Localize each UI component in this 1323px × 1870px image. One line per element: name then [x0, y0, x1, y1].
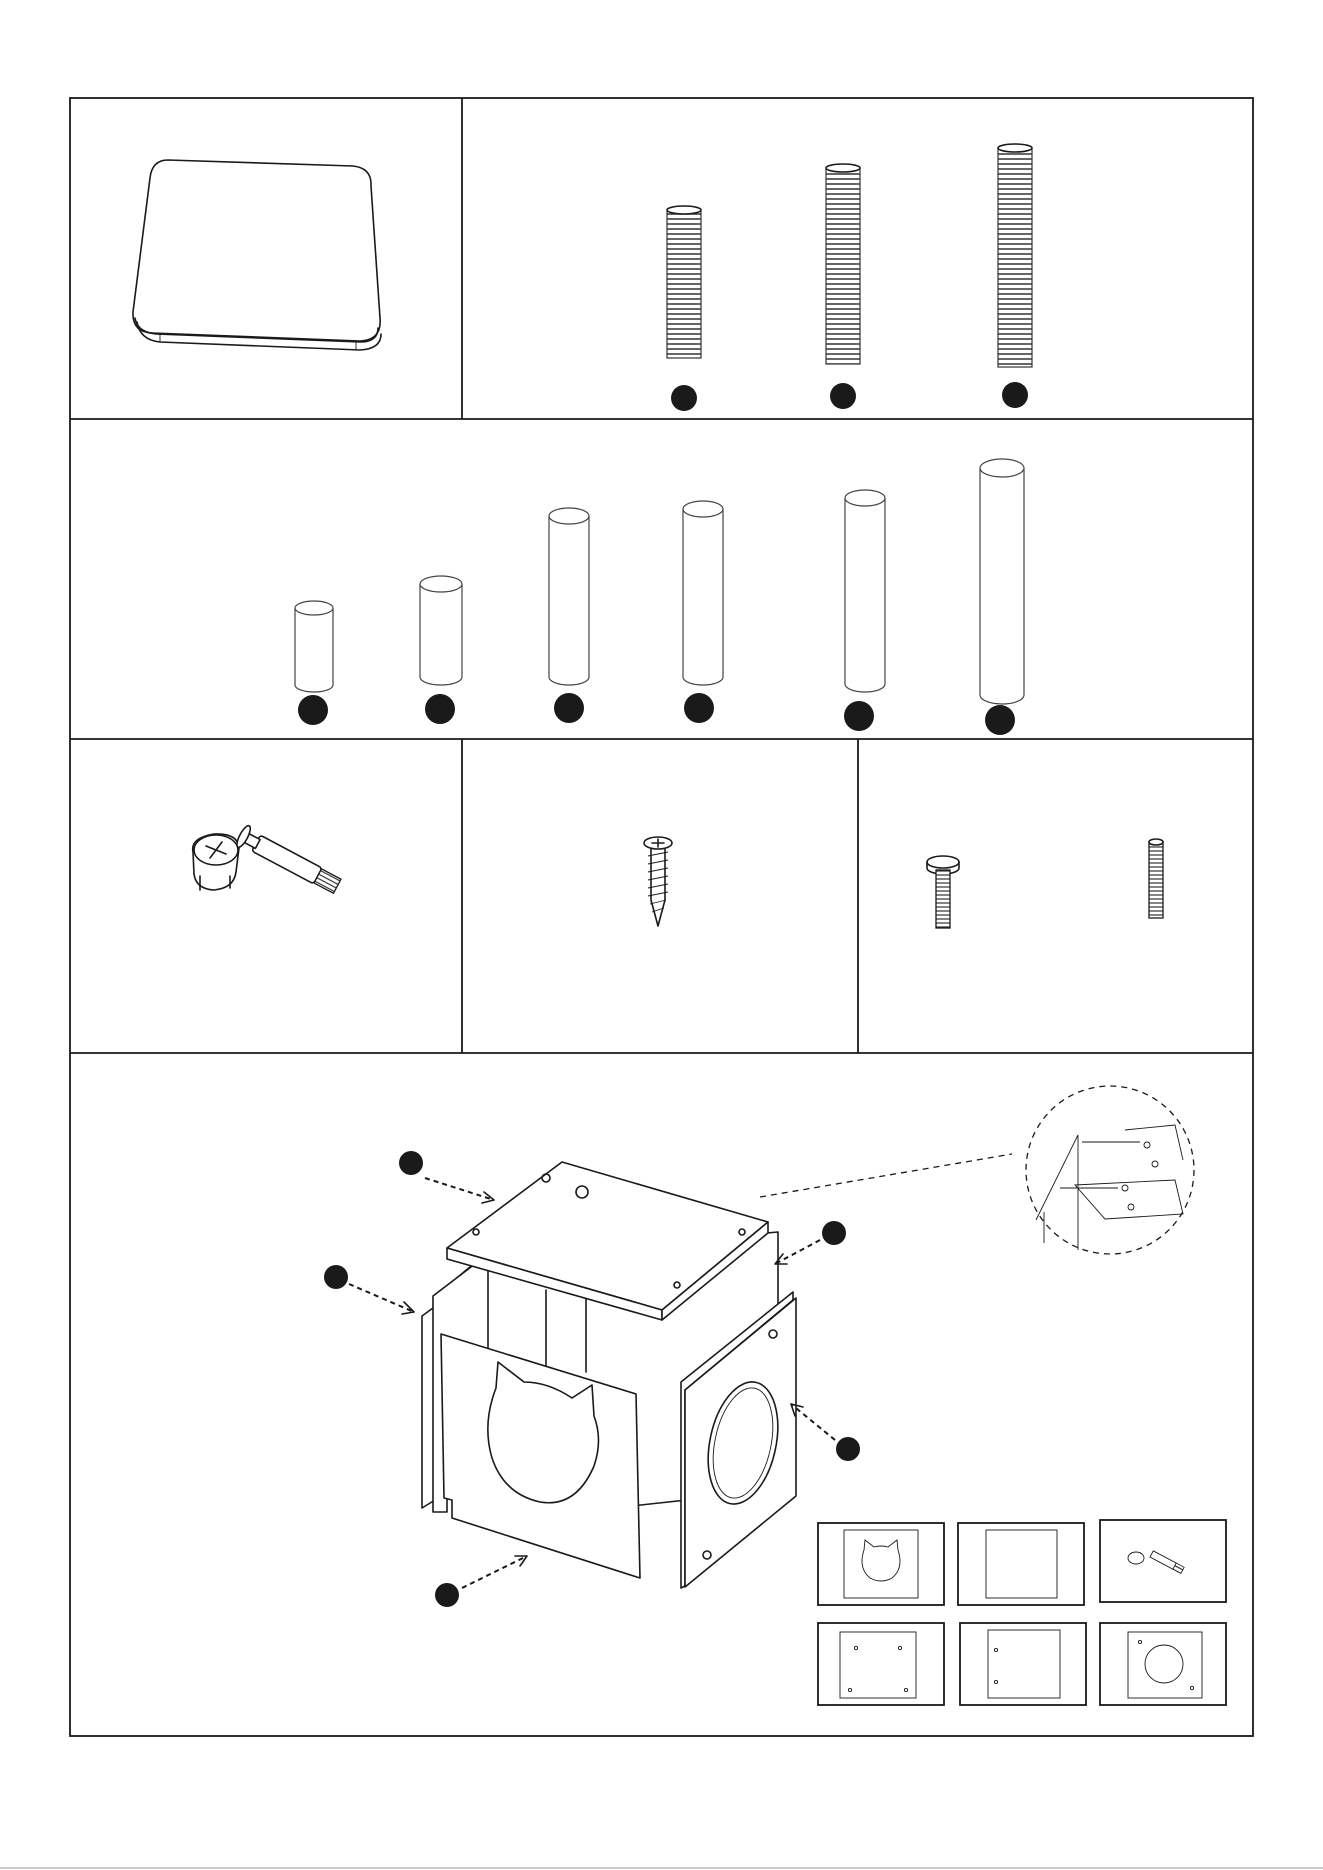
leader-right	[791, 1404, 860, 1461]
post-marker-6	[554, 693, 584, 723]
plush-posts	[295, 459, 1024, 735]
legend-plain-panel	[958, 1523, 1084, 1605]
leader-roof	[399, 1151, 494, 1203]
sisal-post-long	[998, 144, 1032, 408]
legend-round-hole-panel	[1100, 1623, 1226, 1705]
plush-post-4	[683, 501, 723, 723]
legend-cat-face-panel	[818, 1523, 944, 1605]
post-marker-5	[425, 694, 455, 724]
leader-front	[435, 1556, 527, 1607]
leader-left	[324, 1265, 414, 1314]
legend-cam-lock	[1100, 1520, 1226, 1602]
sisal-post-medium	[826, 164, 860, 409]
post-marker-2	[830, 383, 856, 409]
sisal-post-short	[667, 206, 701, 411]
plush-post-6	[980, 459, 1024, 735]
sisal-posts	[667, 144, 1032, 411]
post-marker-3	[1002, 382, 1028, 408]
legend-panel-with-holes-2	[960, 1623, 1086, 1705]
bolt-icon	[927, 856, 959, 928]
plush-post-2	[420, 576, 462, 724]
leader-back	[775, 1221, 846, 1264]
post-marker-7	[684, 693, 714, 723]
post-marker-4	[298, 695, 328, 725]
parts-legend	[818, 1520, 1226, 1705]
plush-post-5	[844, 490, 885, 731]
threaded-rod-icon	[1149, 839, 1163, 918]
plush-post-3	[549, 508, 589, 723]
post-marker-1	[671, 385, 697, 411]
legend-panel-with-holes	[818, 1623, 944, 1705]
post-marker-9	[985, 705, 1015, 735]
exploded-box-icon	[324, 1086, 1194, 1607]
square-board-icon	[133, 160, 381, 350]
cam-lock-icon	[193, 824, 343, 897]
post-marker-8	[844, 701, 874, 731]
wood-screw-icon	[644, 837, 672, 926]
plush-post-1	[295, 601, 333, 725]
